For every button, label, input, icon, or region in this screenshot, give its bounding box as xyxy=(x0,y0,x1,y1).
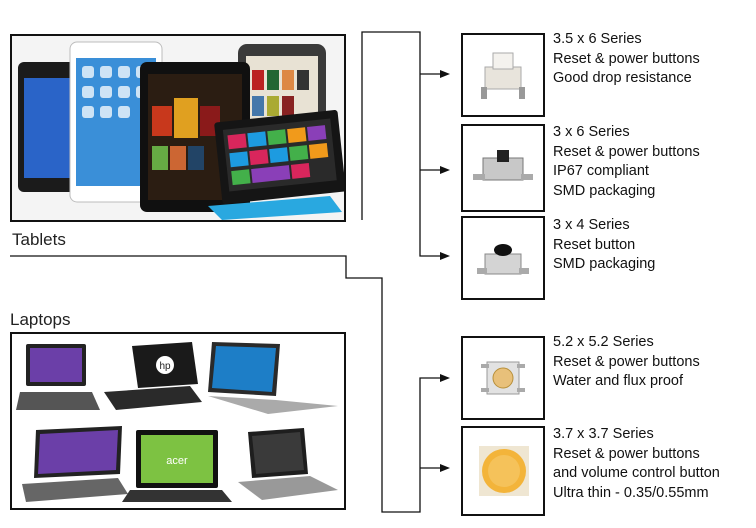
series-title: 3.7 x 3.7 Series xyxy=(553,426,654,442)
series-feature: Reset & power buttons xyxy=(553,353,700,370)
switch-image-5-2x5-2 xyxy=(461,336,545,420)
laptops-illustration: hp acer xyxy=(16,342,338,502)
series-title: 3 x 6 Series xyxy=(553,124,630,140)
series-feature: SMD packaging xyxy=(553,256,656,272)
series-feature: Good drop resistance xyxy=(553,70,692,86)
series-title: 5.2 x 5.2 Series xyxy=(553,334,654,350)
tablets-label: Tablets xyxy=(12,230,66,249)
series-feature: Reset button xyxy=(553,236,636,253)
laptops-label: Laptops xyxy=(10,310,71,329)
acer-logo-text: acer xyxy=(166,455,188,467)
series-feature: SMD packaging xyxy=(553,182,656,199)
switch-image-3x4 xyxy=(461,216,545,300)
tact-switch-3x4-icon xyxy=(477,244,529,275)
series-3-7x3-7-info: 3.7 x 3.7 Series Reset & power buttons a… xyxy=(553,425,720,503)
tablets-image xyxy=(10,34,346,222)
switch-image-3-7x3-7 xyxy=(461,426,545,516)
switch-image-3-5x6 xyxy=(461,33,545,117)
series-3x6-info: 3 x 6 Series Reset & power buttons IP67 … xyxy=(553,123,700,201)
series-feature: Water and flux proof xyxy=(553,373,684,389)
series-title: 3.5 x 6 Series xyxy=(553,31,642,47)
series-feature: Reset & power buttons xyxy=(553,143,700,160)
switch-image-3x6 xyxy=(461,124,545,212)
series-feature: IP67 compliant xyxy=(553,163,649,179)
tablets-illustration xyxy=(12,36,344,220)
tact-switch-5-2x5-2-icon xyxy=(481,361,525,395)
series-title: 3 x 4 Series xyxy=(553,217,630,233)
tact-switch-3-5x6-icon xyxy=(481,52,525,99)
series-feature: Ultra thin - 0.35/0.55mm xyxy=(553,484,709,501)
series-feature: Reset & power buttons xyxy=(553,445,700,462)
series-feature: and volume control button xyxy=(553,465,720,481)
series-3x4-info: 3 x 4 Series Reset button SMD packaging xyxy=(553,216,655,275)
laptops-image: hp acer xyxy=(10,332,346,510)
series-feature: Reset & power buttons xyxy=(553,50,700,67)
tact-switch-3x6-icon xyxy=(473,150,533,181)
series-3-5x6-info: 3.5 x 6 Series Reset & power buttons Goo… xyxy=(553,30,700,89)
hp-logo-text: hp xyxy=(159,361,171,372)
tact-switch-3-7x3-7-icon xyxy=(479,446,529,496)
series-5-2x5-2-info: 5.2 x 5.2 Series Reset & power buttons W… xyxy=(553,333,700,392)
